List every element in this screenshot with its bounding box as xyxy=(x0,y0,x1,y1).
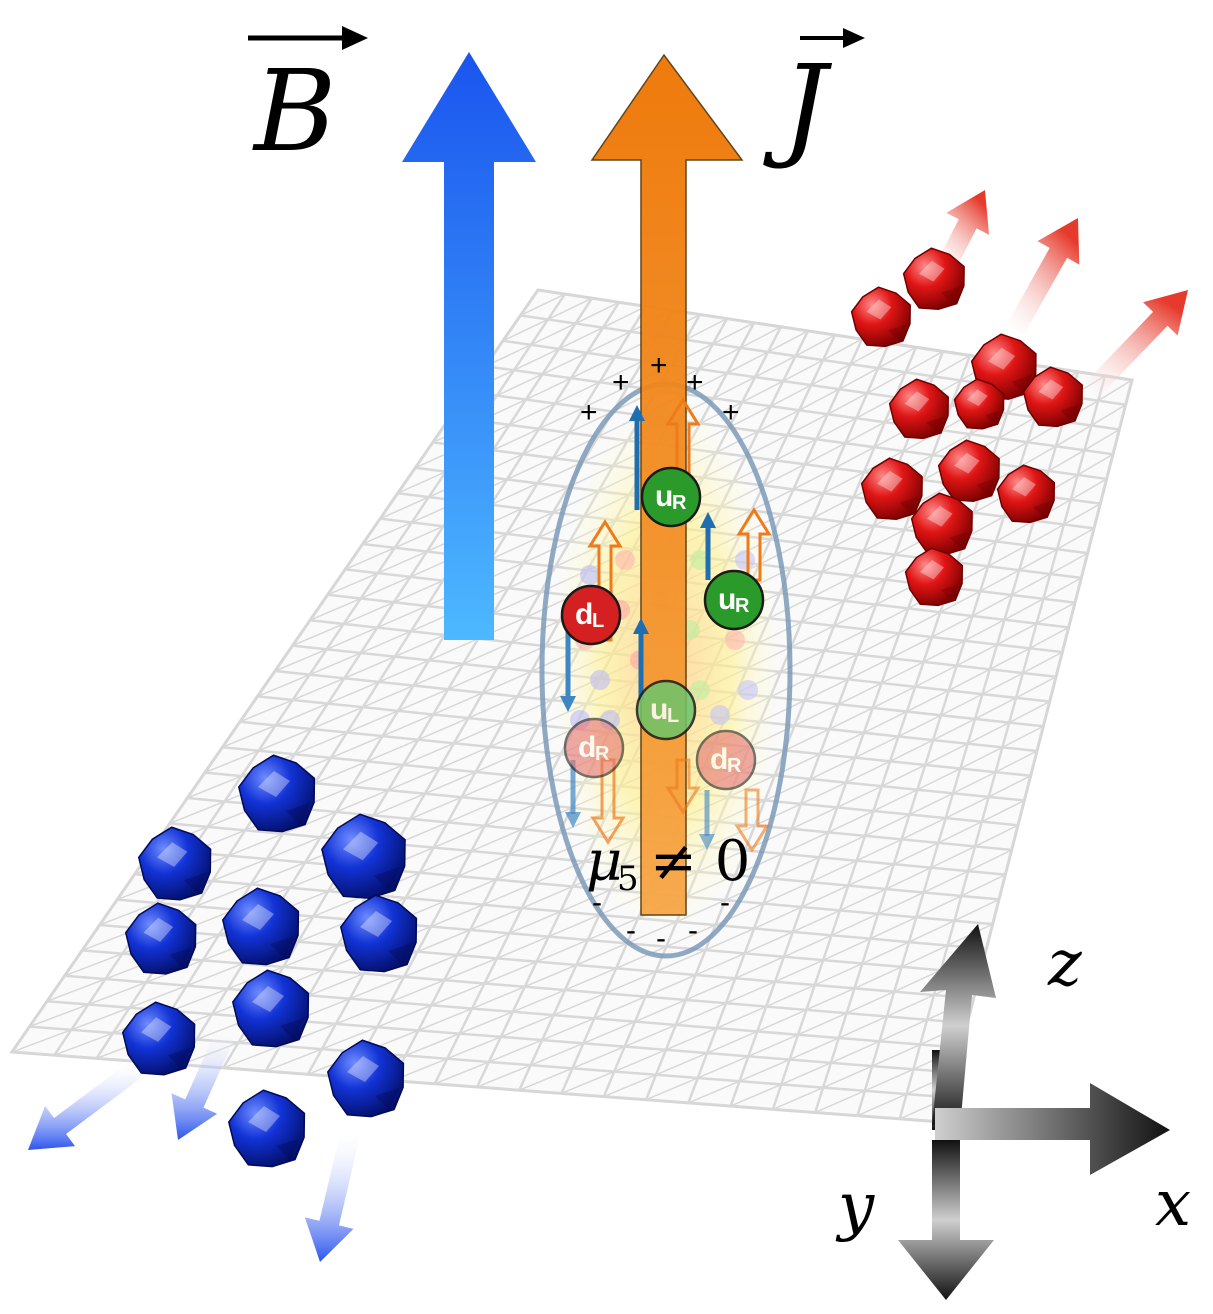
negative-charges: - - - - - xyxy=(592,886,730,955)
blue-momentum-arrow xyxy=(171,1030,235,1140)
blue-particle xyxy=(231,969,310,1048)
svg-text:-: - xyxy=(720,886,730,919)
svg-text:R: R xyxy=(727,755,742,777)
svg-text:5: 5 xyxy=(617,859,639,899)
blue-particle xyxy=(326,1039,405,1118)
red-particle xyxy=(1022,366,1083,428)
blue-particle xyxy=(124,902,197,975)
svg-text:+: + xyxy=(580,396,598,429)
svg-text:-: - xyxy=(656,922,666,955)
svg-text:u: u xyxy=(655,480,673,513)
quark-u-l: uL xyxy=(635,679,697,741)
red-particle xyxy=(996,464,1056,524)
svg-text:B: B xyxy=(252,47,336,177)
blue-particle-arrows xyxy=(28,1030,360,1262)
svg-text:-: - xyxy=(626,914,636,947)
current-label: J xyxy=(763,28,865,172)
blue-momentum-arrow xyxy=(304,1132,360,1262)
svg-text:d: d xyxy=(575,598,593,631)
svg-text:≠ 0: ≠ 0 xyxy=(650,829,750,894)
blue-particle xyxy=(137,826,212,901)
red-particle xyxy=(902,247,965,311)
red-particle xyxy=(860,457,923,521)
svg-text:L: L xyxy=(667,705,679,727)
svg-text:μ: μ xyxy=(586,829,622,894)
blue-particle xyxy=(237,754,316,833)
axes-icon xyxy=(898,924,1170,1300)
svg-text:+: + xyxy=(686,366,704,399)
svg-text:d: d xyxy=(710,743,728,776)
svg-text:+: + xyxy=(612,366,630,399)
quark-d-r: dR xyxy=(563,717,625,779)
red-momentum-arrow xyxy=(936,190,990,273)
quark-d-r: dR xyxy=(695,729,757,791)
red-particle xyxy=(888,378,949,440)
blue-particle xyxy=(339,894,418,973)
svg-text:x: x xyxy=(1155,1167,1191,1241)
svg-text:R: R xyxy=(672,492,687,514)
blue-particle xyxy=(121,1001,196,1076)
svg-text:z: z xyxy=(1047,927,1083,1001)
svg-text:-: - xyxy=(688,914,698,947)
svg-text:d: d xyxy=(578,731,596,764)
quark-d-l: dL xyxy=(560,584,622,646)
svg-text:R: R xyxy=(735,595,750,617)
axis-labels: z x y xyxy=(835,927,1191,1244)
svg-text:R: R xyxy=(595,743,610,765)
red-particle xyxy=(953,378,1005,430)
svg-text:+: + xyxy=(650,349,668,382)
magnetic-field-arrow xyxy=(402,52,536,640)
blue-particle xyxy=(221,887,300,966)
svg-text:L: L xyxy=(592,610,604,632)
red-particle-cluster xyxy=(850,247,1083,607)
svg-text:J: J xyxy=(763,42,833,172)
quark-u-r: uR xyxy=(703,569,765,631)
red-particle xyxy=(937,439,1000,503)
red-momentum-arrow xyxy=(1006,218,1080,335)
red-particle xyxy=(910,492,973,556)
red-momentum-arrow xyxy=(1084,290,1188,397)
positive-charges: + + + + + xyxy=(580,349,740,429)
svg-text:-: - xyxy=(592,886,602,919)
red-particle xyxy=(904,547,964,607)
svg-text:u: u xyxy=(650,693,668,726)
quark-u-r: uR xyxy=(640,466,702,528)
chiral-chemical-potential-label: μ 5 ≠ 0 xyxy=(586,829,750,899)
blue-momentum-arrow xyxy=(28,1061,141,1150)
svg-text:+: + xyxy=(722,396,740,429)
blue-particle xyxy=(227,1089,306,1168)
blue-particle-cluster xyxy=(121,754,418,1168)
svg-text:u: u xyxy=(718,583,736,616)
red-particle-arrows xyxy=(936,190,1188,397)
svg-text:y: y xyxy=(835,1170,875,1244)
magnetic-field-label: B xyxy=(248,26,368,177)
red-particle xyxy=(850,286,911,348)
